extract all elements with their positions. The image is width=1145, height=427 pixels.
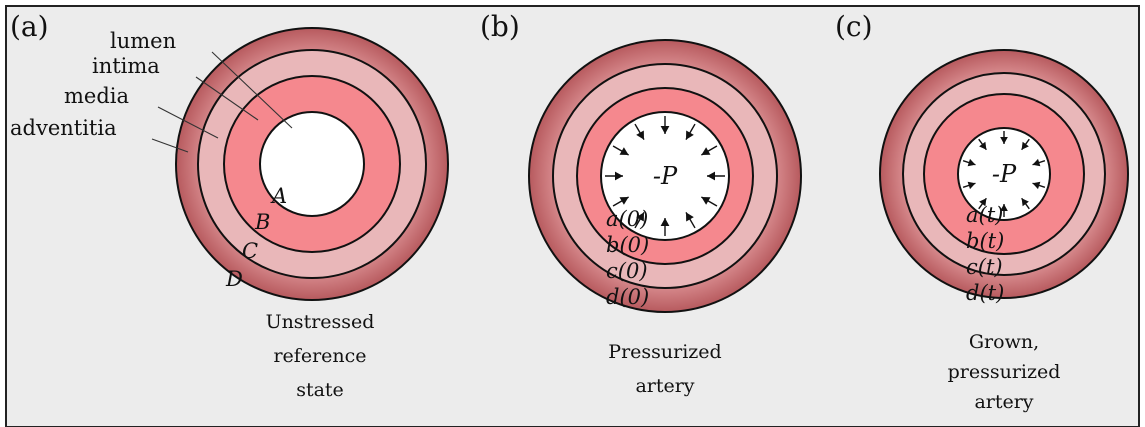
caption-c-line-3: artery [974,391,1033,413]
radius-label-b0: b(0) [606,233,649,257]
radius-label-dt: d(t) [966,281,1004,305]
caption-a-line-1: Unstressed [266,311,375,333]
radius-label-C: C [242,239,258,263]
panel-b-label: (b) [480,10,520,43]
panel-a-label: (a) [10,10,49,43]
adventitia-label: adventitia [10,116,117,140]
radius-label-d0: d(0) [606,285,649,309]
lumen-label: lumen [110,29,176,53]
media-label: media [64,84,129,108]
artery-unstressed [176,28,448,300]
caption-c-line-1: Grown, [969,331,1039,353]
radius-label-a0: a(0) [606,207,648,231]
caption-b-line-1: Pressurized [608,341,721,363]
caption-c-line-2: pressurized [948,361,1061,383]
caption-a-line-2: reference [273,345,366,367]
radius-label-at: a(t) [966,203,1003,227]
radius-label-D: D [225,267,243,291]
radius-label-c0: c(0) [606,259,648,283]
pressure-label-c: -P [992,160,1017,188]
radius-label-B: B [254,210,270,234]
radius-label-A: A [270,184,287,208]
caption-b-line-2: artery [635,375,694,397]
panel-c-label: (c) [835,10,873,43]
intima-label: intima [92,54,160,78]
pressure-label-b: -P [653,162,678,190]
radius-label-ct: c(t) [966,255,1003,279]
radius-label-bt: b(t) [966,229,1004,253]
caption-a-line-3: state [296,379,344,401]
